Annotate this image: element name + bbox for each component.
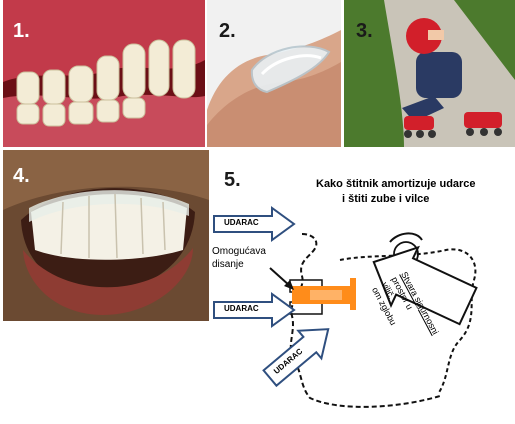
panel-number-4: 4. bbox=[13, 165, 30, 187]
smile-mouthguard-photo: 4. bbox=[3, 150, 209, 321]
diagram-title-line-1: Kako štitnik amortizuje udarce bbox=[316, 178, 476, 190]
head-profile-diagram bbox=[213, 206, 478, 408]
impact-label-top: UDARAC bbox=[224, 218, 259, 227]
panel-number-3: 3. bbox=[356, 20, 373, 42]
joint-space-arrow bbox=[372, 245, 478, 326]
panel-number-1: 1. bbox=[13, 20, 30, 42]
child-rollerblades-photo: 3. bbox=[344, 0, 515, 147]
teeth-illustration bbox=[3, 0, 205, 147]
diagram-title-line-2: i štiti zube i vilce bbox=[342, 193, 430, 205]
panel-number-2: 2. bbox=[219, 20, 236, 42]
mouthguard-diagram: 5. Kako štitnik amortizuje udarce i štit… bbox=[210, 150, 515, 424]
teeth-photo: 1. bbox=[3, 0, 205, 147]
smile-illustration bbox=[3, 150, 209, 321]
breathing-label-line-2: disanje bbox=[212, 259, 244, 270]
child-illustration bbox=[344, 0, 515, 147]
impact-arrow-top bbox=[213, 206, 296, 242]
mouthguard-hand-photo: 2. bbox=[207, 0, 341, 147]
breathing-label-line-1: Omogućava bbox=[212, 246, 266, 257]
impact-label-middle: UDARAC bbox=[224, 304, 259, 313]
hand-illustration bbox=[207, 0, 341, 147]
panel-number-5: 5. bbox=[224, 169, 241, 191]
impact-arrow-bottom bbox=[262, 328, 330, 388]
impact-arrow-middle bbox=[213, 292, 296, 328]
